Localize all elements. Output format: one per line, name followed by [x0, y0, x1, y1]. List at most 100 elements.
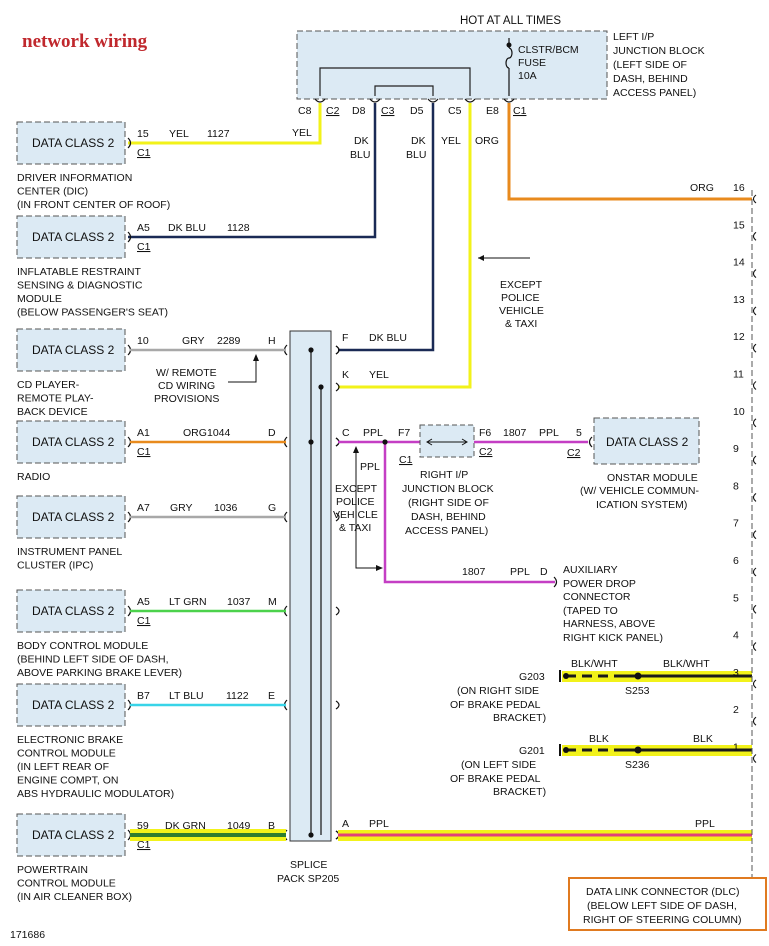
dlc-pin-number: 4	[733, 630, 739, 642]
dlc-pin-connector	[752, 642, 757, 652]
splice-pack: SPLICE PACK SP205 F DK BLU K YEL C PPL A…	[277, 330, 407, 885]
top-wires: YEL DK BLU DK BLU YEL ORG EXCEPT POLICE …	[128, 103, 752, 389]
dlc-pin-number: 9	[733, 443, 739, 455]
onstar-conn: C2	[567, 447, 581, 459]
module-circuit: 1044	[207, 427, 231, 439]
dlc-pin-connector	[752, 604, 757, 614]
wire-dkblu-label-1b: BLU	[350, 149, 370, 161]
right-junction-arrows	[426, 438, 468, 446]
splice-label-1: SPLICE	[290, 859, 327, 871]
g201-color-right: BLK	[693, 733, 713, 745]
module-desc-line: ABOVE PARKING BRAKE LEVER)	[17, 667, 182, 679]
aux-desc-1: AUXILIARY	[563, 564, 618, 576]
module-box	[16, 683, 126, 727]
pin-c1: C1	[513, 105, 527, 117]
ppl-wiring: PPL F7 C1 F6 C2 RIGHT I/P JUNCTION BLOCK…	[333, 417, 700, 644]
rjb-conn-c2: C2	[479, 446, 493, 458]
splice-pin-c-color: PPL	[363, 427, 383, 439]
dlc-pin-connector	[752, 716, 757, 726]
figure-id: 171686	[10, 929, 45, 941]
fuse-label-3: 10A	[518, 70, 537, 82]
module-circuit: 1036	[214, 502, 238, 514]
module-desc-line: (BEHIND LEFT SIDE OF DASH,	[17, 654, 169, 666]
fuse-label-2: FUSE	[518, 57, 546, 69]
splice-conn	[335, 606, 340, 616]
dlc-pin-connector	[752, 269, 757, 279]
module-conn: C1	[137, 615, 151, 627]
dlc-ppl-label: PPL	[695, 818, 715, 830]
module-label: DATA CLASS 2	[32, 510, 115, 524]
wire-dkblu-sdm	[128, 103, 377, 239]
left-junction-box	[296, 30, 608, 100]
onstar-module-label: DATA CLASS 2	[606, 435, 689, 449]
dlc-pin-number: 13	[733, 294, 745, 306]
pin-d8: D8	[352, 105, 366, 117]
except-police-1-l3: VEHICLE	[499, 305, 544, 317]
except-police-1-l2: POLICE	[501, 292, 540, 304]
except-police-2-l2: POLICE	[336, 496, 375, 508]
dlc-pin-connector	[752, 530, 757, 540]
ppl-dlc-wire: PPL	[338, 818, 752, 841]
module-desc-line: RADIO	[17, 471, 50, 483]
wire-yel-splice	[338, 103, 472, 389]
dlc-pin-connector	[752, 343, 757, 353]
module-pin: A1	[137, 427, 150, 439]
module-label: DATA CLASS 2	[32, 435, 115, 449]
dlc-pin-connector	[752, 306, 757, 316]
hot-at-all-times-label: HOT AT ALL TIMES	[460, 15, 561, 27]
splice-pin-f: F	[342, 332, 348, 344]
module-desc-line: (IN AIR CLEANER BOX)	[17, 891, 132, 903]
module-conn: C1	[137, 241, 151, 253]
ground-g203: G203 BLK/WHT BLK/WHT S253 (ON RIGHT SIDE…	[450, 658, 752, 724]
module-desc-line: ABS HYDRAULIC MODULATOR)	[17, 788, 174, 800]
aux-circuit: 1807	[462, 566, 486, 578]
dlc-pin-connector	[752, 567, 757, 577]
s236-name: S236	[625, 759, 650, 771]
splice-left-pin: E	[268, 690, 275, 702]
rjb-label-3: (RIGHT SIDE OF	[408, 497, 489, 509]
module-desc-line: (BELOW PASSENGER'S SEAT)	[17, 307, 168, 319]
wire-org-dlc	[507, 103, 752, 201]
pin-c5: C5	[448, 105, 462, 117]
wire-dkblu-label-2b: BLU	[406, 149, 426, 161]
g201-name: G201	[519, 745, 545, 757]
module-conn: C1	[137, 839, 151, 851]
wire-dkblu-label-1a: DK	[354, 135, 369, 147]
module-desc-line: CD PLAYER-	[17, 379, 80, 391]
module-wire-color: LT BLU	[169, 690, 204, 702]
module-circuit: 1128	[227, 222, 250, 234]
module-desc-line: DRIVER INFORMATION	[17, 172, 132, 184]
left-junction-label-5: ACCESS PANEL)	[613, 87, 696, 99]
module-circuit: 1127	[207, 128, 230, 140]
aux-desc-2: POWER DROP	[563, 578, 636, 590]
g203-desc-2: OF BRAKE PEDAL	[450, 699, 541, 711]
aux-desc-3: CONNECTOR	[563, 591, 631, 603]
splice-pin-a-color: PPL	[369, 818, 389, 830]
left-junction-label-3: (LEFT SIDE OF	[613, 59, 687, 71]
ppl-branch-node	[382, 439, 388, 445]
splice-conn	[335, 512, 340, 522]
module-box	[16, 121, 126, 165]
wire-dkblu-label-2a: DK	[411, 135, 426, 147]
dlc-pin-connector	[752, 231, 757, 241]
dlc-desc-2: (BELOW LEFT SIDE OF DASH,	[587, 900, 737, 912]
rjb-label-1: RIGHT I/P	[420, 469, 468, 481]
module-box	[16, 420, 126, 464]
g201-node	[563, 747, 569, 753]
module-label: DATA CLASS 2	[32, 698, 115, 712]
splice-left-pin: M	[268, 596, 277, 608]
splice-pin-k-color: YEL	[369, 369, 389, 381]
wire-yel-label-1: YEL	[292, 127, 312, 139]
module-desc-line: BACK DEVICE	[17, 406, 88, 418]
dlc-pin-connector	[752, 418, 757, 428]
splice-node-f	[308, 347, 314, 353]
except-police-1-l1: EXCEPT	[500, 279, 543, 291]
module-desc-line: CLUSTER (IPC)	[17, 560, 93, 572]
fuse-terminal	[506, 42, 512, 48]
module-label: DATA CLASS 2	[32, 343, 115, 357]
module-desc-line: POWERTRAIN	[17, 864, 88, 876]
